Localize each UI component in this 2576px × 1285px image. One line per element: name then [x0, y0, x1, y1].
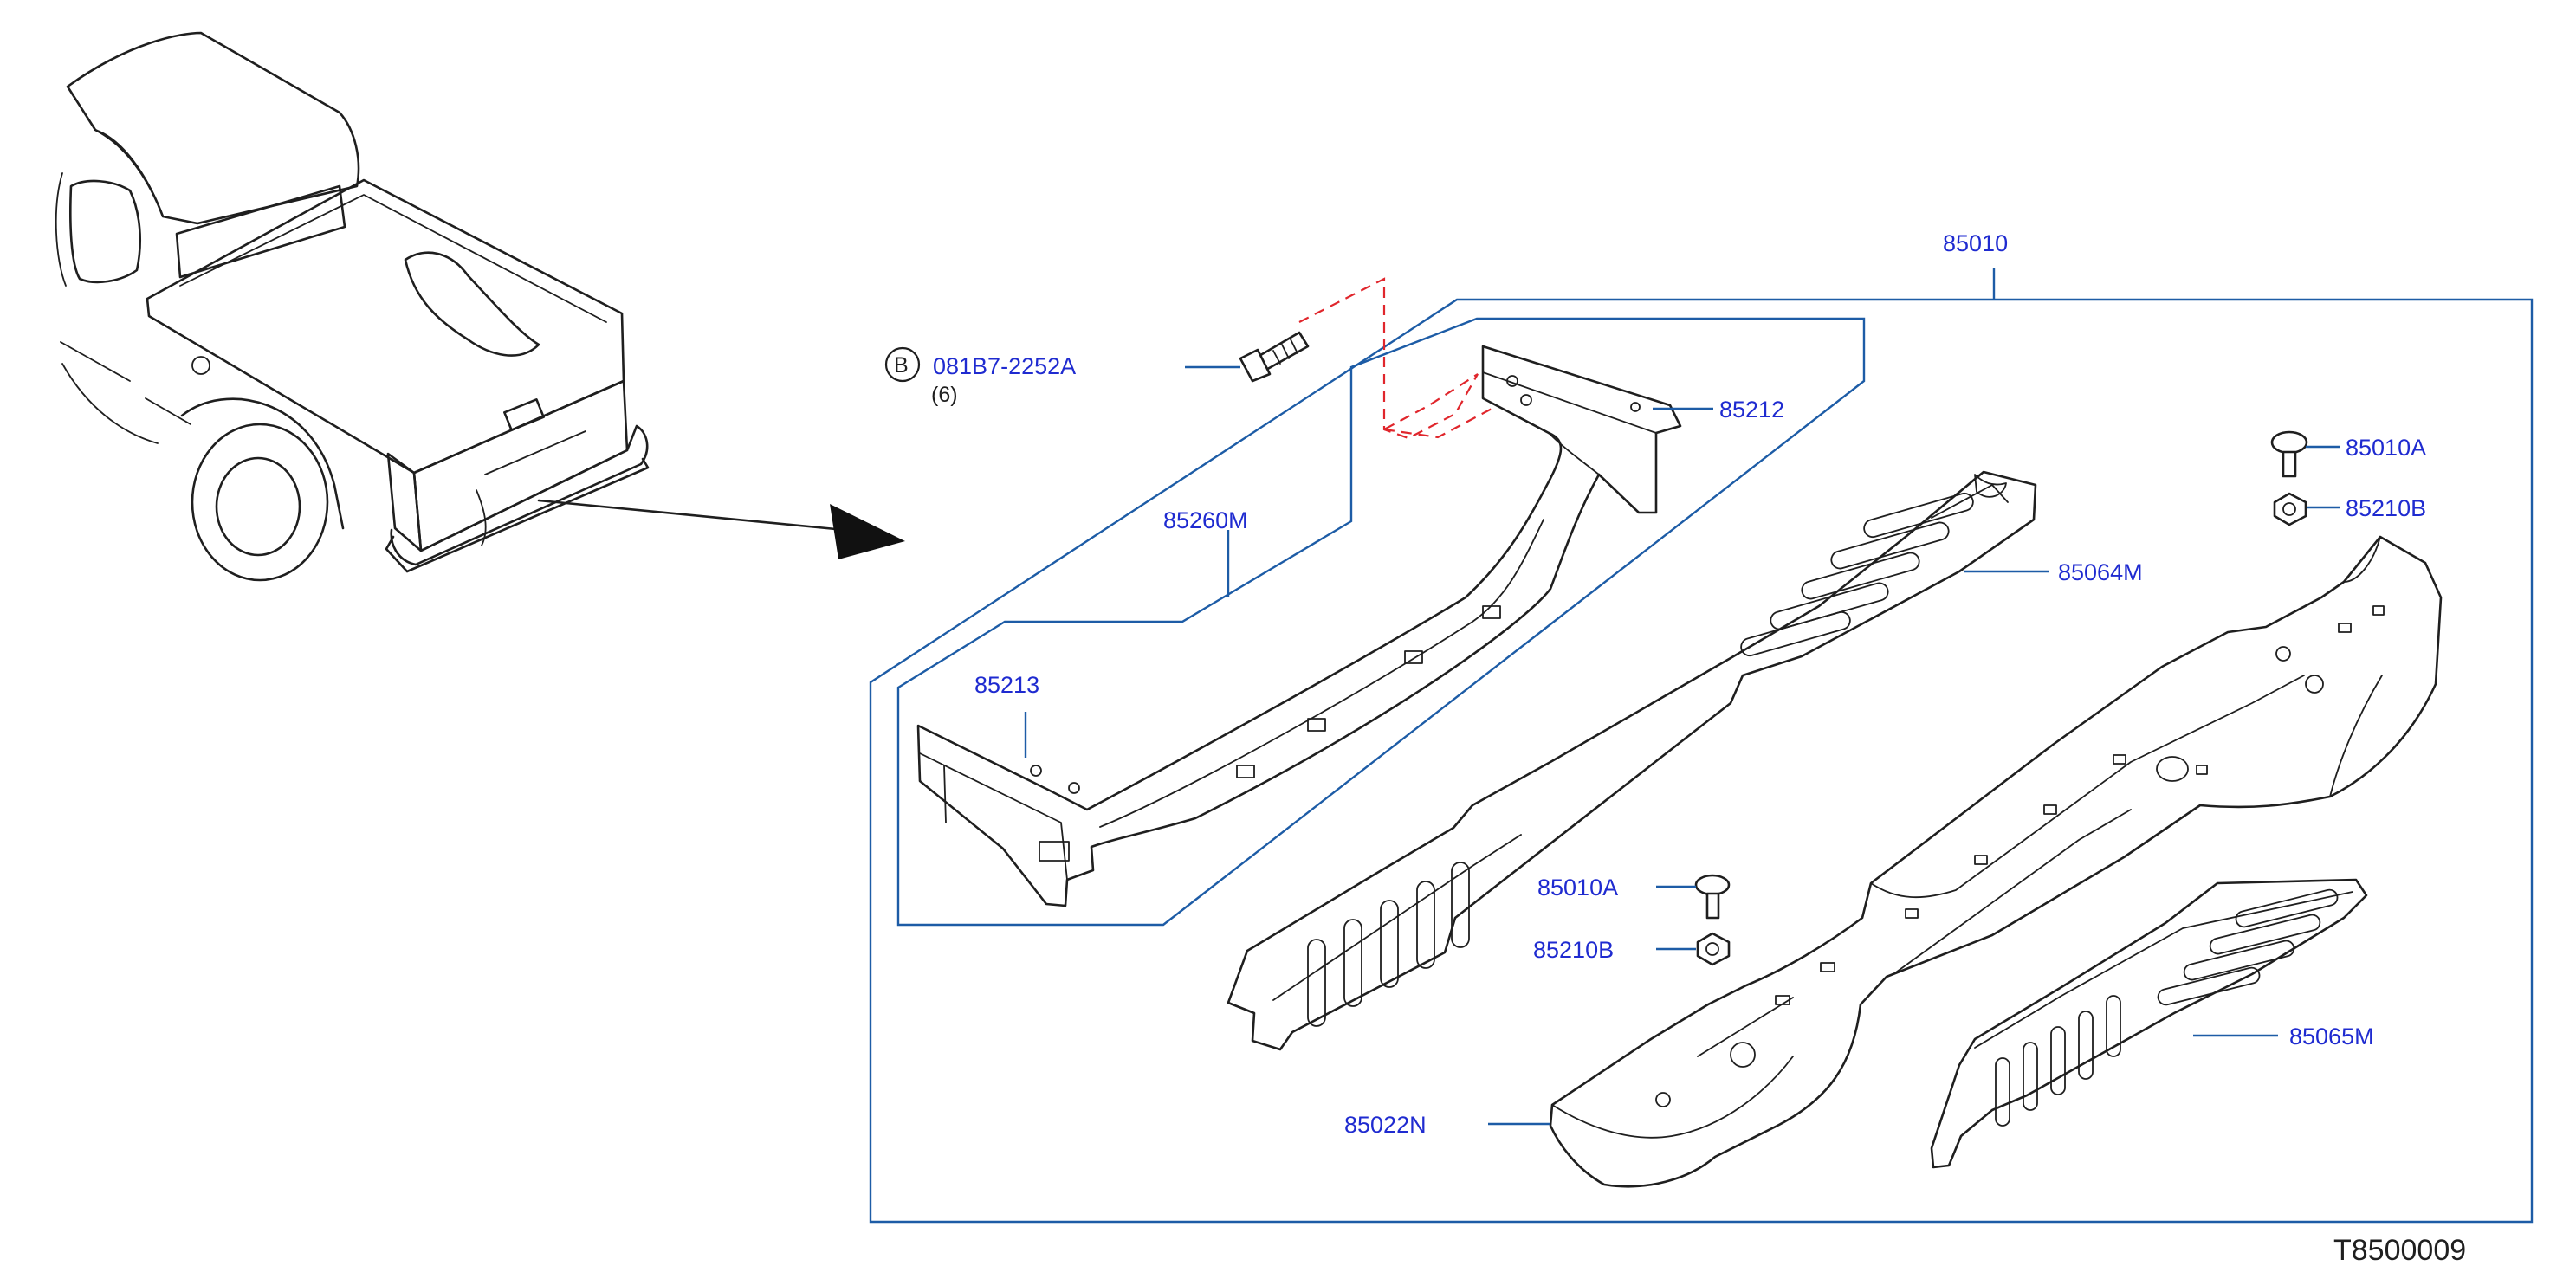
bolt-icon: [1239, 331, 1310, 383]
step-pad-85064m: [1227, 470, 2037, 1051]
nut-icon-85210b-mid: [1696, 932, 1731, 966]
label-85010a-mid: 85010A: [1537, 875, 1618, 901]
label-quantity: (6): [931, 383, 958, 407]
truck-illustration: [55, 31, 905, 582]
callout-badge-letter: B: [894, 353, 909, 378]
drawing-code: T8500009: [2333, 1234, 2466, 1267]
label-081b7-2252a: 081B7-2252A: [933, 353, 1076, 379]
clip-icon-85010a-top: [2270, 430, 2308, 478]
label-85010a-top: 85010A: [2346, 435, 2426, 461]
bolt-callout: B 081B7-2252A (6): [884, 346, 1076, 407]
label-85260m: 85260M: [1163, 507, 1248, 533]
bracket-85260m: [916, 345, 1682, 907]
label-85010: 85010: [1943, 230, 2008, 256]
label-85065m: 85065M: [2289, 1023, 2374, 1049]
nut-icon-85210b-top: [2273, 492, 2307, 526]
callout-badge: [884, 346, 921, 383]
subassembly-frame: [896, 317, 1866, 927]
step-pad-85065m: [1930, 878, 2368, 1169]
label-85064m: 85064M: [2058, 559, 2143, 585]
label-85022n: 85022N: [1344, 1112, 1427, 1138]
label-85210b-top: 85210B: [2346, 495, 2426, 521]
rear-bumper-85022n: [1549, 535, 2443, 1188]
label-85212: 85212: [1719, 397, 1784, 423]
label-85210b-mid: 85210B: [1533, 937, 1614, 963]
hidden-line-bolt: [1298, 277, 1479, 440]
label-85213: 85213: [974, 672, 1039, 698]
clip-icon-85010a-mid: [1694, 874, 1731, 920]
